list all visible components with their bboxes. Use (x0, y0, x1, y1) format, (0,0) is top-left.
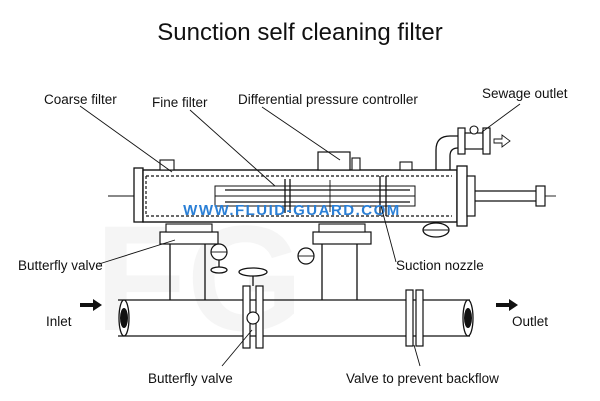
lower-valve-handwheel (238, 267, 268, 277)
upper-butterfly-valve-left (210, 243, 228, 274)
filter-housing (108, 165, 556, 238)
diagram-title: Sunction self cleaning filter (157, 19, 443, 46)
label-backflow-valve: Valve to prevent backflow (346, 371, 499, 386)
inlet-arrow-icon (80, 299, 102, 311)
label-sewage-outlet: Sewage outlet (482, 86, 568, 101)
label-butterfly-valve-upper: Butterfly valve (18, 258, 103, 273)
backflow-valve (405, 289, 424, 347)
differential-pressure-controller (159, 151, 413, 171)
label-outlet: Outlet (512, 314, 548, 329)
outlet-pipe-opening (464, 308, 472, 328)
label-butterfly-valve-lower: Butterfly valve (148, 371, 233, 386)
inlet-pipe-opening (120, 308, 128, 328)
sewage-flow-arrow-icon (493, 134, 511, 148)
sewage-outlet-pipe (435, 125, 511, 170)
label-inlet: Inlet (46, 314, 72, 329)
label-suction-nozzle: Suction nozzle (396, 258, 484, 273)
left-riser (159, 223, 219, 300)
leader-lines (79, 103, 521, 367)
label-coarse-filter: Coarse filter (44, 92, 117, 107)
label-differential-pressure-controller: Differential pressure controller (238, 92, 418, 107)
lower-butterfly-valve (238, 267, 268, 349)
upper-butterfly-valve-right (297, 247, 315, 265)
outlet-arrow-icon (496, 299, 518, 311)
watermark-text: WWW.FLUID-GUARD.COM (183, 202, 401, 219)
label-fine-filter: Fine filter (152, 95, 208, 110)
right-riser (312, 223, 372, 300)
